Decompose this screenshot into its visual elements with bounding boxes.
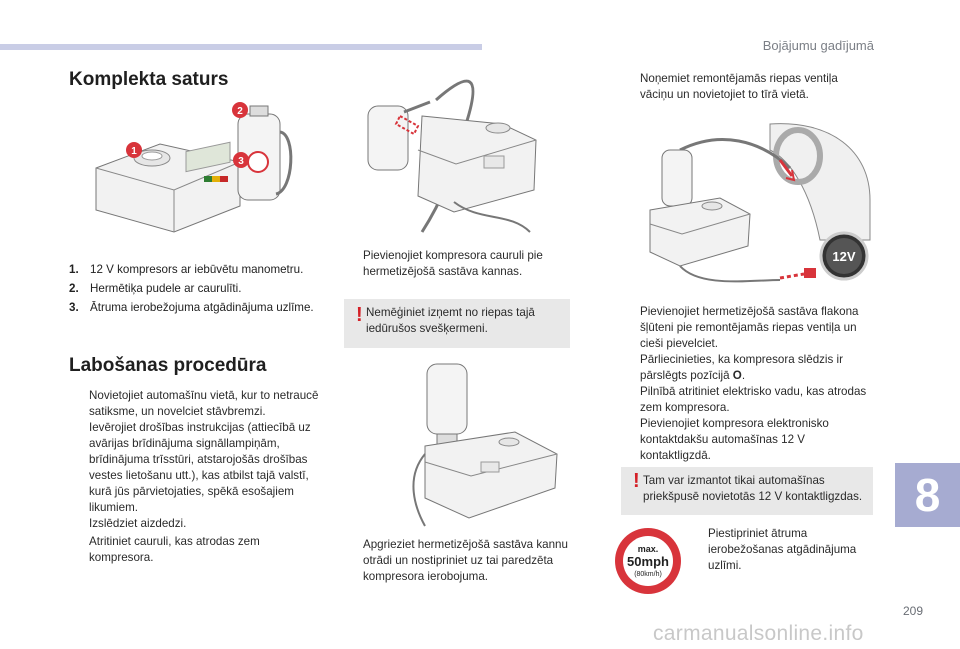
procedure-heading: Labošanas procedūra [69, 355, 267, 376]
callout-1: 1 [131, 146, 137, 157]
list-item: Pievienojiet kompresora cauruli pie herm… [363, 249, 543, 278]
sticker-line3: (80km/h) [634, 571, 662, 578]
kit-heading: Komplekta saturs [69, 69, 229, 90]
warning-icon: ! [356, 304, 363, 326]
list-item: Pilnībā atritiniet elektrisko vadu, kas … [640, 385, 867, 414]
list-item: Pārliecinieties, ka kompresora slēdzis i… [640, 353, 843, 382]
warning-icon: ! [633, 470, 640, 492]
kit-contents-list: 1.12 V kompresors ar iebūvētu manometru.… [69, 262, 324, 319]
kit-item: 1.12 V kompresors ar iebūvētu manometru. [69, 263, 304, 276]
list-item: Piestipriniet ātruma ierobežošanas atgād… [708, 527, 857, 572]
warning-box-foreign-object: ! Nemēģiniet izņemt no riepas tajā iedūr… [344, 299, 570, 348]
section-title: Bojājumu gadījumā [762, 38, 874, 53]
speed-sticker-icon: max. 50mph (80km/h) [615, 528, 681, 594]
warning-text: Nemēģiniet izņemt no riepas tajā iedūruš… [366, 306, 535, 335]
procedure-steps-a: Novietojiet automašīnu vietā, kur to net… [69, 388, 325, 532]
callout-3: 3 [238, 156, 244, 167]
sticker-line2: 50mph [627, 554, 669, 569]
right-step-valve: Noņemiet remontējamās riepas ventiļa vāc… [620, 71, 865, 103]
compressor-hose-illustration [367, 79, 537, 233]
socket-label: 12V [832, 249, 855, 264]
list-item: Apgrieziet hermetizējošā sastāva kannu o… [363, 538, 568, 583]
kit-item: 2.Hermētiķa pudele ar caurulīti. [69, 282, 242, 295]
watermark: carmanualsonline.info [653, 622, 864, 645]
list-item: Novietojiet automašīnu vietā, kur to net… [89, 389, 319, 418]
list-item: Pievienojiet kompresora elektronisko kon… [640, 417, 829, 462]
kit-illustration: 1 2 3 [95, 102, 293, 233]
bottle-inverted-illustration [412, 363, 558, 527]
list-item: Ievērojiet drošības instrukcijas (attiec… [89, 421, 311, 514]
warning-text: Tam var izmantot tikai automašīnas priek… [643, 474, 863, 503]
page-number: 209 [903, 604, 924, 618]
list-item: Izslēdziet aizdedzi. [89, 517, 187, 530]
middle-step-rotate: Apgrieziet hermetizējošā sastāva kannu o… [343, 537, 579, 585]
list-item: Pievienojiet hermetizējošā sastāva flako… [640, 305, 859, 350]
right-step-sticker: Piestipriniet ātruma ierobežošanas atgād… [688, 526, 868, 574]
sticker-line1: max. [638, 544, 659, 554]
warning-box-sockets: ! Tam var izmantot tikai automašīnas pri… [621, 467, 873, 515]
procedure-steps-b: Atritiniet cauruli, kas atrodas zem komp… [69, 534, 289, 566]
tyre-connection-illustration: 12V [649, 123, 871, 283]
header-accent-bar [0, 44, 482, 50]
callout-2: 2 [237, 106, 243, 117]
list-item: Noņemiet remontējamās riepas ventiļa vāc… [640, 72, 838, 101]
list-item: Atritiniet cauruli, kas atrodas zem komp… [89, 535, 260, 564]
kit-item: 3.Ātruma ierobežojuma atgādinājuma uzlīm… [69, 301, 314, 314]
chapter-tab: 8 [895, 463, 960, 527]
middle-step-connect: Pievienojiet kompresora cauruli pie herm… [343, 248, 563, 280]
right-steps: Pievienojiet hermetizējošā sastāva flako… [620, 304, 876, 464]
